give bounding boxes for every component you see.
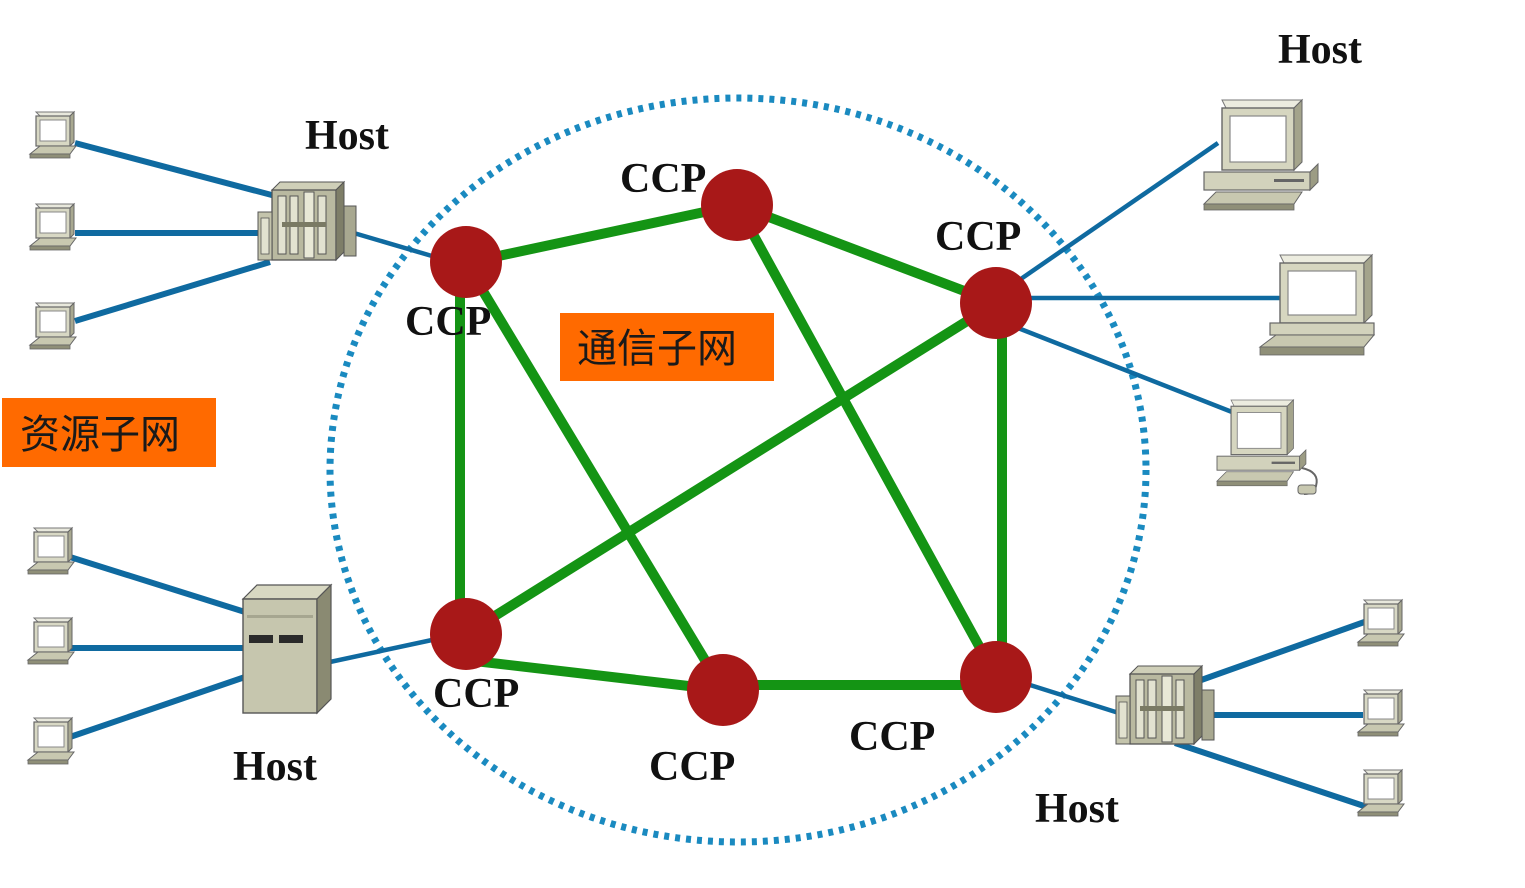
terminal-icon bbox=[27, 717, 75, 765]
mainframe-icon bbox=[257, 181, 357, 261]
ccp-label: CCP bbox=[405, 299, 491, 345]
ccp-nodes bbox=[430, 169, 1032, 726]
ccp-node bbox=[687, 654, 759, 726]
mainframe-icon bbox=[1115, 665, 1215, 745]
ccp-label: CCP bbox=[849, 714, 935, 760]
backbone-links bbox=[455, 200, 1007, 695]
workstation-icon bbox=[1259, 254, 1375, 356]
host-label: Host bbox=[233, 744, 317, 790]
communication-subnet-label: 通信子网 bbox=[577, 326, 737, 372]
terminal-icon bbox=[1357, 769, 1405, 817]
ccp-label: CCP bbox=[433, 671, 519, 717]
server-icon bbox=[242, 584, 332, 714]
host-link bbox=[69, 674, 246, 740]
terminal-icon bbox=[29, 203, 77, 251]
workstation-icon bbox=[1216, 399, 1318, 495]
host-link bbox=[74, 140, 284, 201]
workstations bbox=[1203, 99, 1375, 495]
host-label: Host bbox=[1278, 27, 1362, 73]
host-label: Host bbox=[305, 113, 389, 159]
backbone-link bbox=[463, 298, 999, 639]
host-link bbox=[1188, 617, 1372, 687]
workstation-icon bbox=[1203, 99, 1319, 211]
communication-subnet-boundary bbox=[326, 94, 1150, 846]
backbone-link bbox=[732, 202, 1001, 680]
host-link bbox=[1174, 740, 1368, 810]
host-link bbox=[69, 554, 246, 615]
ccp-node bbox=[960, 267, 1032, 339]
terminal-icon bbox=[1357, 599, 1405, 647]
backbone-link bbox=[464, 200, 739, 268]
host-link bbox=[1017, 325, 1233, 415]
resource-subnet-tag: 资源子网 bbox=[2, 398, 216, 467]
backbone-link bbox=[461, 260, 728, 693]
host-link bbox=[1029, 682, 1123, 717]
terminal-icon bbox=[27, 617, 75, 665]
resource-subnet-label: 资源子网 bbox=[20, 412, 180, 458]
backbone-link bbox=[735, 200, 998, 308]
ccp-label: CCP bbox=[649, 744, 735, 790]
terminal-icon bbox=[1357, 689, 1405, 737]
host-label: Host bbox=[1035, 786, 1119, 832]
terminal-icon bbox=[27, 527, 75, 575]
terminal-icon bbox=[29, 302, 77, 350]
host-link bbox=[74, 259, 271, 324]
ccp-node bbox=[701, 169, 773, 241]
ccp-label: CCP bbox=[620, 156, 706, 202]
communication-subnet-tag: 通信子网 bbox=[560, 313, 774, 381]
ccp-node bbox=[430, 226, 502, 298]
ccp-node bbox=[960, 641, 1032, 713]
terminal-icon bbox=[29, 111, 77, 159]
backbone-link bbox=[465, 655, 724, 695]
ccp-node bbox=[430, 598, 502, 670]
host-link bbox=[1013, 141, 1220, 285]
host-links bbox=[69, 140, 1372, 810]
ccp-label: CCP bbox=[935, 214, 1021, 260]
